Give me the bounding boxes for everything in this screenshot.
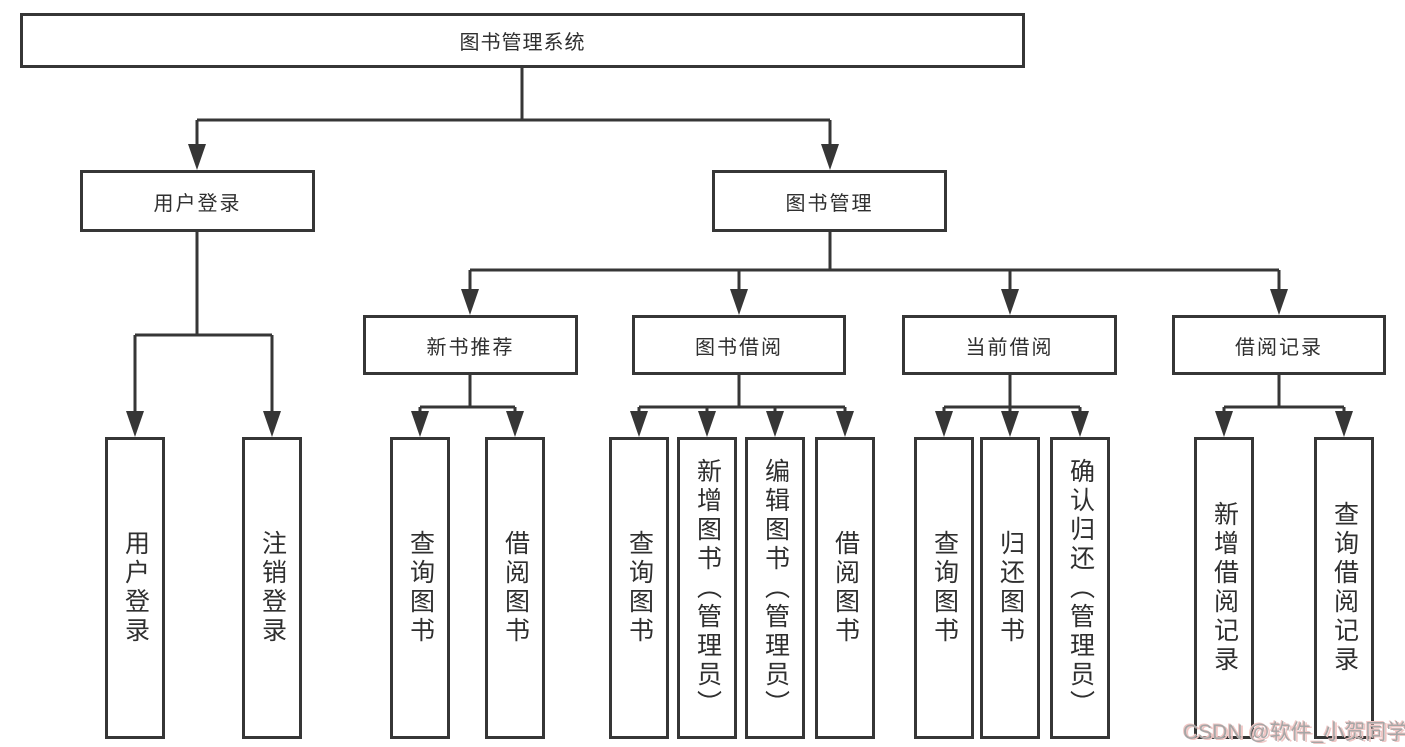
node-borrowing-records-label: 借阅记录 — [1235, 336, 1323, 359]
node-library-system-label: 图书管理系统 — [459, 32, 586, 54]
node-leaf-query-borrow-record-label: 查询借阅记录 — [1330, 501, 1359, 675]
arrowhead-cb-return — [1001, 411, 1019, 437]
node-new-book-recommendation: 新书推荐 — [363, 315, 578, 375]
node-leaf-query-borrow-record: 查询借阅记录 — [1314, 437, 1374, 739]
node-leaf-add-borrow-record: 新增借阅记录 — [1194, 437, 1254, 739]
node-leaf-query-books-borrowing-label: 查询图书 — [625, 530, 654, 646]
node-leaf-query-books-borrowing: 查询图书 — [609, 437, 669, 739]
arrowhead-bb-borrow — [836, 411, 854, 437]
node-library-system: 图书管理系统 — [20, 13, 1025, 68]
node-current-borrowing: 当前借阅 — [902, 315, 1117, 375]
arrowhead-user-login — [188, 144, 206, 170]
arrowhead-nb-borrow — [506, 411, 524, 437]
arrowhead-cb-confirm — [1071, 411, 1089, 437]
node-borrowing-records: 借阅记录 — [1172, 315, 1386, 375]
arrowhead-new-book — [461, 289, 479, 315]
node-leaf-edit-books-admin-label: 编辑图书（管理员） — [761, 457, 790, 719]
node-leaf-edit-books-admin: 编辑图书（管理员） — [745, 437, 805, 739]
node-leaf-query-books-current: 查询图书 — [914, 437, 974, 739]
connector-book-mgmt-children — [468, 232, 1281, 292]
connector-borrow-records-children — [1222, 375, 1346, 414]
arrowhead-br-query — [1335, 411, 1353, 437]
node-leaf-user-login: 用户登录 — [105, 437, 165, 739]
arrowhead-cb-query — [935, 411, 953, 437]
node-new-book-recommendation-label: 新书推荐 — [426, 336, 515, 359]
node-leaf-borrow-books-recommend: 借阅图书 — [485, 437, 545, 739]
node-leaf-confirm-return-admin-label: 确认归还（管理员） — [1066, 457, 1095, 719]
node-book-management: 图书管理 — [712, 170, 947, 232]
node-leaf-borrow-books-borrowing-label: 借阅图书 — [831, 530, 860, 646]
node-user-login: 用户登录 — [80, 170, 315, 232]
arrowhead-borrow-records — [1270, 289, 1288, 315]
node-leaf-query-books-recommend-label: 查询图书 — [406, 530, 435, 646]
arrowhead-nb-query — [411, 411, 429, 437]
connector-root-to-level2 — [195, 68, 832, 148]
arrowhead-book-borrow — [730, 289, 748, 315]
connector-new-book-children — [418, 375, 517, 414]
node-leaf-return-books: 归还图书 — [980, 437, 1040, 739]
connector-user-login-children — [133, 232, 274, 415]
node-leaf-add-books-admin-label: 新增图书（管理员） — [693, 457, 722, 719]
node-leaf-return-books-label: 归还图书 — [996, 530, 1025, 646]
node-book-borrowing: 图书借阅 — [632, 315, 846, 375]
connector-current-borrow-children — [942, 375, 1082, 414]
node-book-management-label: 图书管理 — [785, 192, 874, 215]
node-leaf-confirm-return-admin: 确认归还（管理员） — [1050, 437, 1110, 739]
node-leaf-add-books-admin: 新增图书（管理员） — [677, 437, 737, 739]
arrowhead-bb-add — [698, 411, 716, 437]
node-leaf-borrow-books-recommend-label: 借阅图书 — [501, 530, 530, 646]
node-user-login-label: 用户登录 — [153, 192, 242, 215]
node-leaf-logout: 注销登录 — [242, 437, 302, 739]
arrowhead-br-add — [1215, 411, 1233, 437]
arrowhead-leaf-logout — [263, 411, 281, 437]
node-current-borrowing-label: 当前借阅 — [965, 336, 1054, 359]
node-leaf-add-borrow-record-label: 新增借阅记录 — [1210, 501, 1239, 675]
arrowhead-book-management — [821, 144, 839, 170]
arrowhead-bb-edit — [766, 411, 784, 437]
arrowhead-current-borrow — [1001, 289, 1019, 315]
node-leaf-borrow-books-borrowing: 借阅图书 — [815, 437, 875, 739]
connector-book-borrow-children — [637, 375, 847, 414]
csdn-watermark: CSDN @软件_小贺同学 — [1183, 721, 1405, 744]
node-book-borrowing-label: 图书借阅 — [695, 336, 783, 359]
node-leaf-query-books-recommend: 查询图书 — [390, 437, 450, 739]
arrowhead-bb-query — [630, 411, 648, 437]
node-leaf-query-books-current-label: 查询图书 — [930, 530, 959, 646]
arrowhead-leaf-user-login — [126, 411, 144, 437]
node-leaf-logout-label: 注销登录 — [258, 530, 287, 646]
node-leaf-user-login-label: 用户登录 — [121, 530, 150, 646]
